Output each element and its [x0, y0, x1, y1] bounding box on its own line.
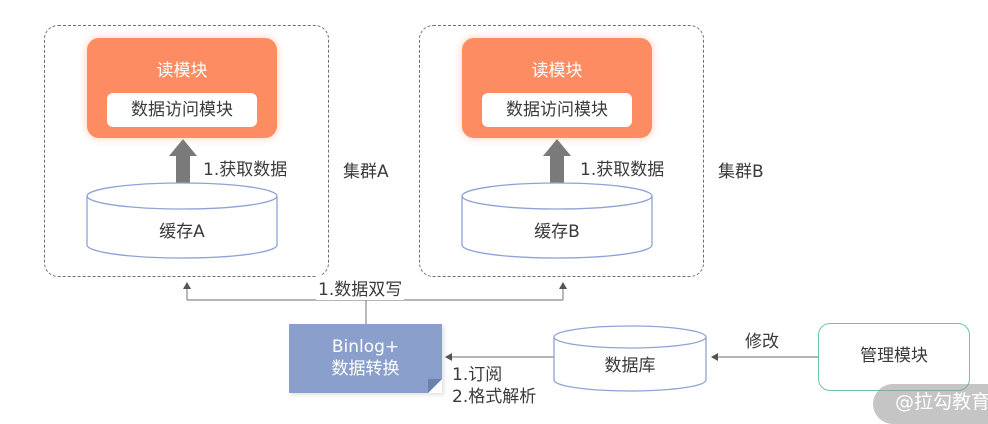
folded-corner-icon [428, 379, 442, 393]
database-cylinder [553, 325, 707, 392]
cluster-b-read-module: 读模块 数据访问模块 [462, 38, 652, 138]
data-access-module: 数据访问模块 [107, 93, 257, 127]
watermark: @拉勾教育 [873, 384, 988, 424]
cluster-a-label: 集群A [343, 162, 389, 182]
cluster-b-label: 集群B [718, 162, 764, 182]
read-module-title: 读模块 [156, 61, 208, 81]
management-module: 管理模块 [818, 323, 970, 391]
fetch-data-label-b: 1.获取数据 [580, 160, 665, 180]
cluster-b-boundary [419, 25, 704, 277]
parse-label: 2.格式解析 [452, 387, 537, 407]
dual-write-connector [183, 282, 567, 324]
connector-layer [86, 139, 818, 392]
fetch-data-label-a: 1.获取数据 [203, 160, 288, 180]
data-access-module: 数据访问模块 [482, 93, 632, 127]
cache-b-label: 缓存B [534, 222, 580, 242]
binlog-line1: Binlog+ [331, 337, 400, 357]
subscribe-label: 1.订阅 [452, 365, 503, 385]
fetch-arrow-b [543, 139, 571, 190]
modify-label: 修改 [745, 332, 779, 352]
database-label: 数据库 [604, 356, 656, 376]
cluster-a-read-module: 读模块 数据访问模块 [87, 38, 277, 138]
cache-b-cylinder [461, 182, 653, 259]
cache-a-cylinder [86, 182, 278, 259]
fetch-arrow-a [169, 139, 197, 190]
binlog-line2: 数据转换 [331, 359, 400, 379]
subscribe-parse-labels: 1.订阅 2.格式解析 [452, 364, 536, 408]
binlog-transform-box: Binlog+ 数据转换 [289, 324, 442, 393]
read-module-title: 读模块 [531, 61, 583, 81]
cluster-a-boundary [44, 25, 329, 277]
dual-write-label: 1.数据双写 [316, 275, 405, 300]
cache-a-label: 缓存A [159, 222, 205, 242]
